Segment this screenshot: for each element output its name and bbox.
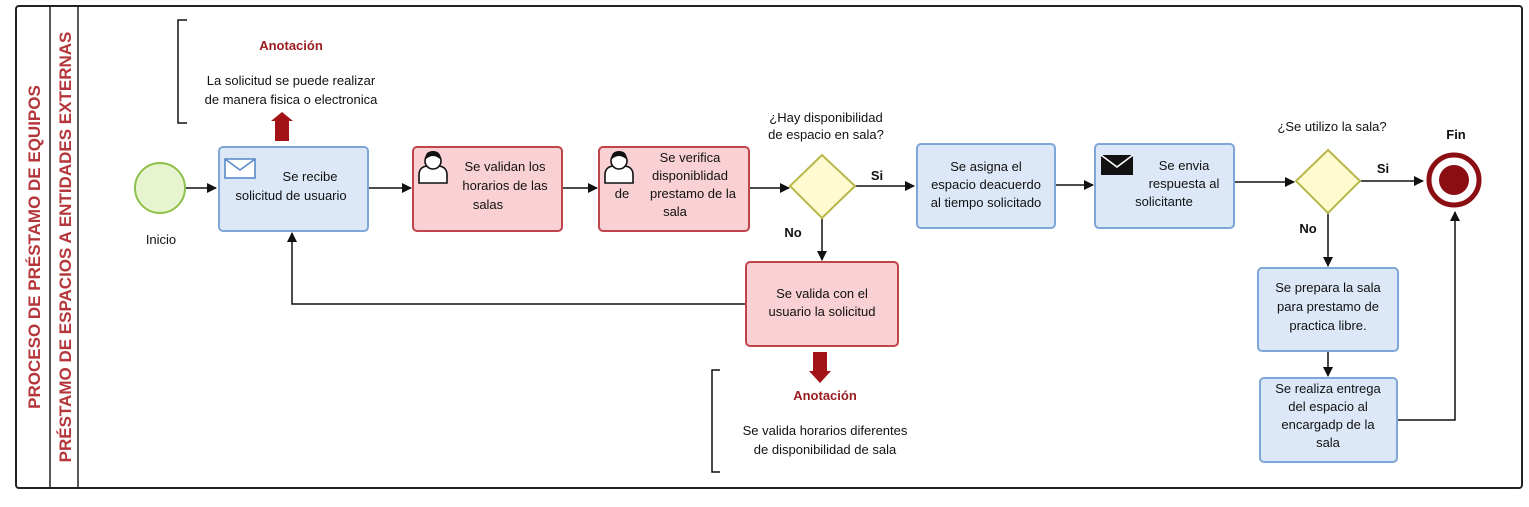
arrow-down-icon bbox=[809, 352, 831, 383]
task-verify-line-1: Se verifica bbox=[660, 150, 721, 165]
gateway-availability-no-label: No bbox=[784, 225, 801, 240]
start-event-label: Inicio bbox=[146, 232, 176, 247]
gateway-availability[interactable] bbox=[788, 153, 857, 220]
task-deliver-line-3: encargadp de la bbox=[1281, 417, 1375, 432]
task-deliver-line-1: Se realiza entrega bbox=[1275, 381, 1381, 396]
task-verify-line-2: disponiblidad bbox=[652, 168, 728, 183]
annotation-top-text-line-1: La solicitud se puede realizar bbox=[207, 73, 376, 88]
gateway-availability-question-line-1: ¿Hay disponibilidad bbox=[769, 110, 882, 125]
task-deliver-line-4: sala bbox=[1316, 435, 1341, 450]
task-receive-request[interactable] bbox=[218, 146, 369, 232]
task-verify-line-4: sala bbox=[663, 204, 688, 219]
pool-title: PROCESO DE PRÉSTAMO DE EQUIPOS bbox=[25, 85, 44, 409]
envelope-filled-icon bbox=[1100, 154, 1134, 175]
task-validate-schedules-line-3: salas bbox=[473, 197, 504, 212]
annotation-bottom-bracket bbox=[711, 369, 720, 473]
task-send-line-2: respuesta al bbox=[1149, 176, 1220, 191]
task-prepare-line-2: para prestamo de bbox=[1277, 299, 1379, 314]
task-verify-availability[interactable] bbox=[598, 146, 750, 232]
lane-title: PRÉSTAMO DE ESPACIOS A ENTIDADES EXTERNA… bbox=[56, 32, 75, 463]
user-icon bbox=[604, 151, 634, 184]
task-assign-line-2: espacio deacuerdo bbox=[931, 177, 1041, 192]
task-validate-with-user-line-1: Se valida con el bbox=[776, 286, 868, 301]
task-verify-prefix: de bbox=[615, 186, 629, 201]
task-prepare-line-3: practica libre. bbox=[1289, 318, 1366, 333]
start-event[interactable] bbox=[134, 162, 186, 214]
task-prepare-line-1: Se prepara la sala bbox=[1275, 280, 1381, 295]
pool-frame bbox=[15, 5, 1523, 489]
envelope-icon bbox=[224, 158, 256, 179]
annotation-bottom-text-line-1: Se valida horarios diferentes bbox=[743, 423, 908, 438]
task-deliver-line-2: del espacio al bbox=[1288, 399, 1368, 414]
task-send-line-3: solicitante bbox=[1135, 194, 1193, 209]
task-send-line-1: Se envia bbox=[1159, 158, 1210, 173]
task-assign-space[interactable] bbox=[916, 143, 1056, 229]
flow-validate-user-back-to-receive bbox=[287, 232, 745, 305]
task-receive-line-2: solicitud de usuario bbox=[235, 188, 346, 203]
connectors bbox=[186, 176, 1460, 421]
user-icon bbox=[418, 151, 448, 184]
end-event-label: Fin bbox=[1446, 127, 1466, 142]
task-verify-line-3: prestamo de la bbox=[650, 186, 737, 201]
annotation-top-bracket bbox=[177, 19, 187, 124]
gateway-availability-question-line-2: de espacio en sala? bbox=[768, 127, 884, 142]
task-validate-schedules-line-2: horarios de las bbox=[462, 178, 548, 193]
annotation-top-text-line-2: de manera fisica o electronica bbox=[205, 92, 378, 107]
task-validate-schedules-line-1: Se validan los bbox=[465, 159, 546, 174]
annotation-bottom-text-line-2: de disponibilidad de sala bbox=[754, 442, 897, 457]
task-validate-with-user[interactable] bbox=[745, 261, 899, 347]
arrow-up-icon bbox=[271, 112, 293, 141]
flow-deliver-to-end bbox=[1397, 211, 1460, 421]
gateway-availability-yes-label: Si bbox=[871, 168, 883, 183]
end-event-inner bbox=[1439, 165, 1469, 195]
task-assign-line-1: Se asigna el bbox=[950, 159, 1022, 174]
gateway-room-used[interactable] bbox=[1294, 148, 1362, 215]
task-deliver-space[interactable] bbox=[1259, 377, 1398, 463]
annotation-top-title: Anotación bbox=[259, 38, 323, 53]
gateway-room-used-yes-label: Si bbox=[1377, 161, 1389, 176]
gateway-room-used-no-label: No bbox=[1299, 221, 1316, 236]
task-receive-line-1: Se recibe bbox=[283, 169, 338, 184]
task-validate-with-user-line-2: usuario la solicitud bbox=[769, 304, 876, 319]
task-validate-schedules[interactable] bbox=[412, 146, 563, 232]
gateway-room-used-question: ¿Se utilizo la sala? bbox=[1277, 119, 1386, 134]
task-assign-line-3: al tiempo solicitado bbox=[931, 195, 1042, 210]
task-prepare-room[interactable] bbox=[1257, 267, 1399, 352]
annotation-bottom-title: Anotación bbox=[793, 388, 857, 403]
